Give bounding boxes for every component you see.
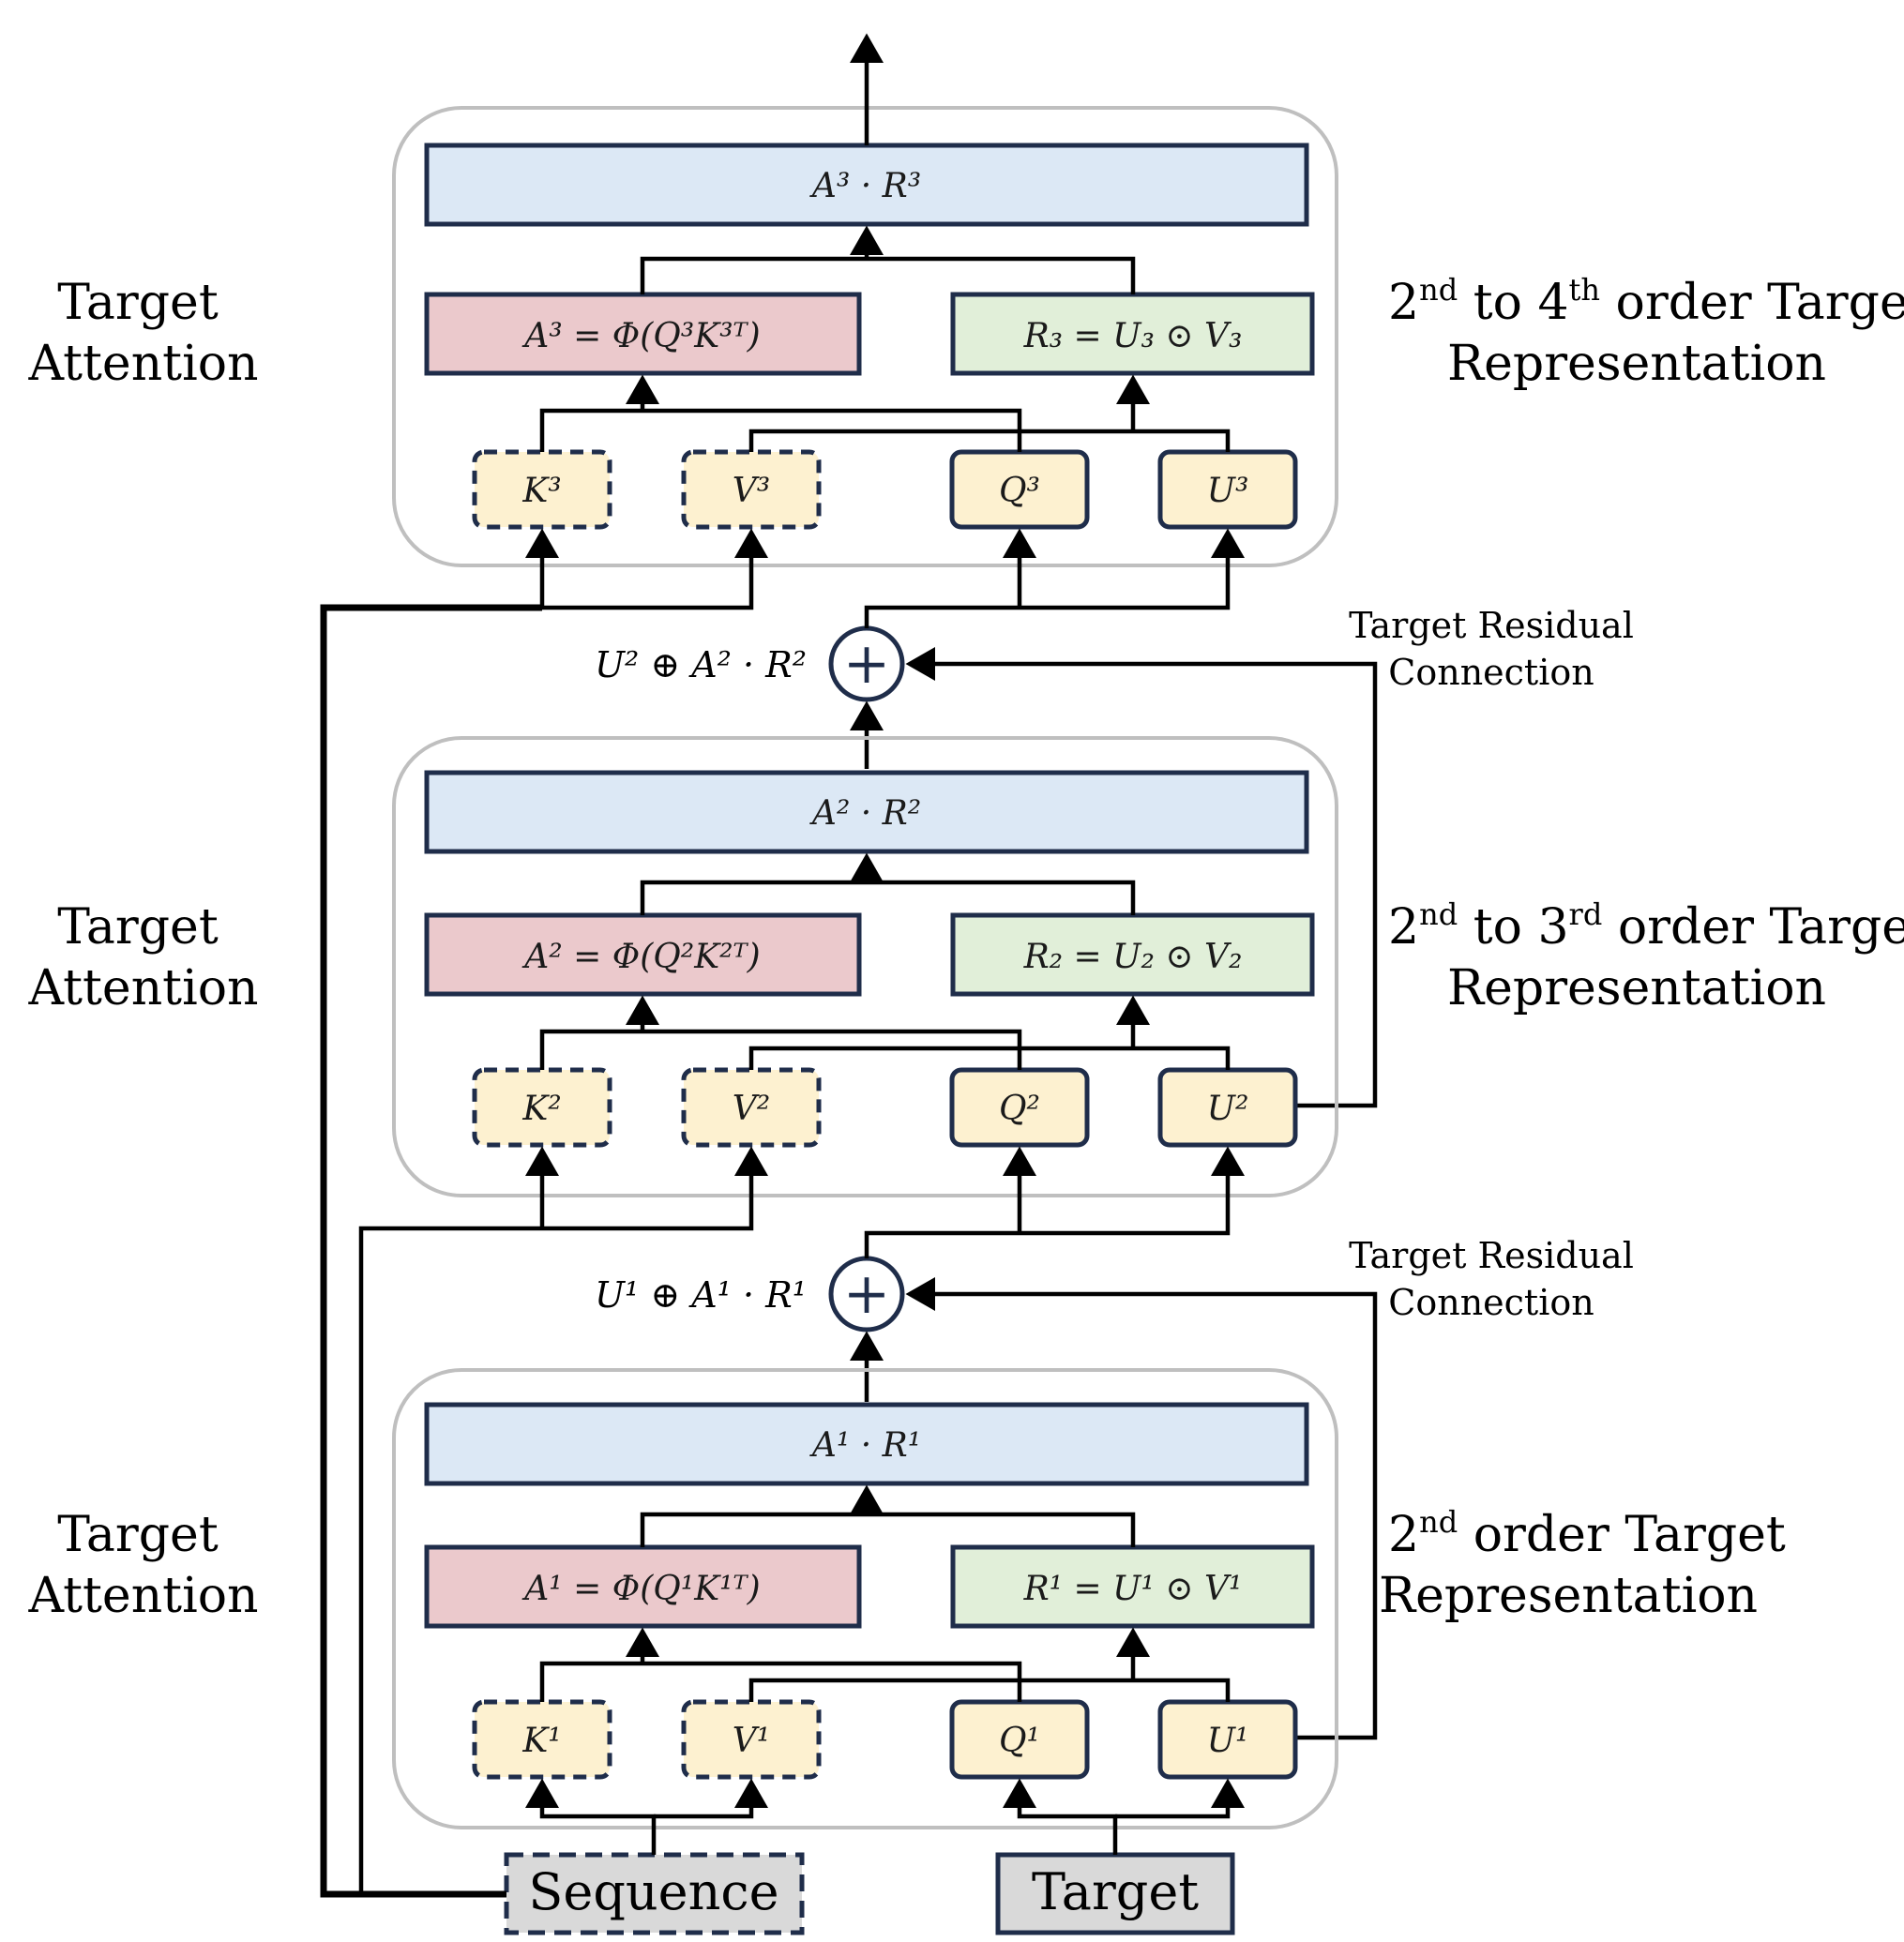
target-input-box bbox=[995, 1852, 1235, 1935]
block-2-kq-connector bbox=[539, 1029, 1022, 1070]
residual-1-sum-label: U¹ ⊕ A¹ · R¹ bbox=[595, 1274, 807, 1316]
block-1-order-label-2: Representation bbox=[1379, 1568, 1758, 1624]
sequence-to-v2 bbox=[542, 1146, 768, 1231]
residual-1: + U¹ ⊕ A¹ · R¹ Target Residual Connectio… bbox=[595, 1146, 1634, 1740]
residual-2-plus-icon: + bbox=[843, 631, 890, 697]
block-1-kq-connector bbox=[539, 1661, 1022, 1702]
sequence-input-box bbox=[504, 1852, 805, 1935]
block-3-side-label-1: Target bbox=[57, 275, 219, 331]
block-2: A² · R² A² = Φ(Q²K²ᵀ) R₂ = U₂ ⊙ V₂ K² V²… bbox=[392, 736, 1338, 1197]
block-2-representation-box bbox=[950, 912, 1315, 997]
block-1-representation-box bbox=[950, 1544, 1315, 1629]
block-3: A³ · R³ A³ = Φ(Q³K³ᵀ) R₃ = U₃ ⊙ V₃ K³ V³… bbox=[392, 106, 1338, 567]
target-input-label: Target bbox=[1032, 1862, 1199, 1921]
block-2-u-label: U² bbox=[1207, 1090, 1249, 1128]
block-2-attention-box bbox=[424, 912, 862, 997]
block-2-merge-connector bbox=[640, 880, 1136, 915]
block-1-order-label: 2nd order Target bbox=[1388, 1504, 1786, 1563]
sequence-input-label: Sequence bbox=[528, 1862, 778, 1921]
block-1-key-label: K¹ bbox=[521, 1722, 561, 1760]
block-3-u-label: U³ bbox=[1207, 472, 1249, 510]
sequence-skip-to-block-2 bbox=[358, 1226, 542, 1894]
block-2-value-label: V² bbox=[733, 1090, 770, 1128]
block-1-query-label: Q¹ bbox=[999, 1722, 1040, 1760]
block-3-attention-label: A³ = Φ(Q³K³ᵀ) bbox=[521, 317, 760, 355]
sequence-to-v1 bbox=[654, 1778, 768, 1819]
block-1-merge-connector bbox=[640, 1512, 1136, 1547]
block-1-u-label: U¹ bbox=[1207, 1722, 1249, 1760]
block-1: A¹ · R¹ A¹ = Φ(Q¹K¹ᵀ) R¹ = U¹ ⊙ V¹ K¹ V¹… bbox=[392, 1368, 1338, 1829]
block-3-side-label-2: Attention bbox=[27, 336, 258, 392]
block-1-representation-label: R¹ = U¹ ⊙ V¹ bbox=[1023, 1570, 1243, 1608]
residual-2-sum-label: U² ⊕ A² · R² bbox=[595, 644, 807, 685]
block-1-value-label: V¹ bbox=[733, 1722, 770, 1760]
block-1-key-box bbox=[472, 1699, 612, 1780]
residual-2-skip-line bbox=[905, 647, 1378, 1108]
sequence-skip-to-block-3 bbox=[320, 604, 542, 1898]
block-3-vu-connector bbox=[748, 429, 1231, 452]
block-3-merge-connector bbox=[640, 256, 1136, 294]
residual-2: + U² ⊕ A² · R² Target Residual Connectio… bbox=[595, 528, 1634, 1108]
target-to-q1 bbox=[1003, 1778, 1118, 1855]
block-2-order-label: 2nd to 3rd order Target bbox=[1388, 896, 1904, 956]
block-3-order-label: 2nd to 4th order Target bbox=[1388, 272, 1904, 331]
block-2-value-box bbox=[681, 1067, 822, 1148]
residual-1-conn-label-1: Target Residual bbox=[1349, 1235, 1634, 1276]
block-2-side-label-2: Attention bbox=[27, 960, 258, 1016]
block-2-vu-connector bbox=[748, 1046, 1231, 1070]
block-3-order-label-2: Representation bbox=[1447, 336, 1826, 392]
block-1-weighted-label: A¹ · R¹ bbox=[809, 1426, 921, 1465]
block-3-attention-box bbox=[424, 292, 862, 376]
block-2-representation-label: R₂ = U₂ ⊙ V₂ bbox=[1023, 938, 1243, 976]
block-2-weighted-box bbox=[424, 770, 1309, 854]
block-1-attention-box bbox=[424, 1544, 862, 1629]
block-3-query-label: Q³ bbox=[999, 472, 1040, 510]
block-2-key-label: K² bbox=[521, 1090, 561, 1128]
residual-2-to-u3 bbox=[864, 528, 1245, 628]
block-1-frame bbox=[392, 1368, 1338, 1829]
block-1-vu-connector bbox=[748, 1678, 1231, 1702]
block-3-key-label: K³ bbox=[521, 472, 561, 510]
target-to-u1 bbox=[1115, 1778, 1245, 1819]
sequence-to-v3 bbox=[542, 528, 768, 610]
block-2-key-box bbox=[472, 1067, 612, 1148]
residual-2-conn-label-2: Connection bbox=[1388, 652, 1594, 693]
block-1-attention-label: A¹ = Φ(Q¹K¹ᵀ) bbox=[521, 1570, 760, 1608]
block-3-value-label: V³ bbox=[733, 472, 770, 510]
block-3-representation-label: R₃ = U₃ ⊙ V₃ bbox=[1023, 317, 1243, 355]
sequence-to-k1 bbox=[525, 1778, 657, 1855]
block-2-query-label: Q² bbox=[999, 1090, 1040, 1128]
residual-1-to-u2 bbox=[864, 1146, 1245, 1258]
block-3-weighted-label: A³ · R³ bbox=[809, 167, 921, 205]
block-2-order-label-2: Representation bbox=[1447, 960, 1826, 1016]
residual-2-conn-label-1: Target Residual bbox=[1349, 605, 1634, 646]
block-1-weighted-box bbox=[424, 1402, 1309, 1486]
block-3-value-box bbox=[681, 449, 822, 530]
block-2-frame bbox=[392, 736, 1338, 1197]
block-2-attention-label: A² = Φ(Q²K²ᵀ) bbox=[521, 938, 760, 976]
residual-1-plus-icon: + bbox=[843, 1261, 890, 1327]
inputs: Sequence Target bbox=[320, 528, 1245, 1935]
block-1-value-box bbox=[681, 1699, 822, 1780]
block-2-side-label-1: Target bbox=[57, 899, 219, 956]
block-3-key-box bbox=[472, 449, 612, 530]
block-2-weighted-label: A² · R² bbox=[809, 794, 921, 833]
block-1-side-label-2: Attention bbox=[27, 1568, 258, 1624]
block-1-side-label-1: Target bbox=[57, 1507, 219, 1563]
residual-1-conn-label-2: Connection bbox=[1388, 1282, 1594, 1323]
